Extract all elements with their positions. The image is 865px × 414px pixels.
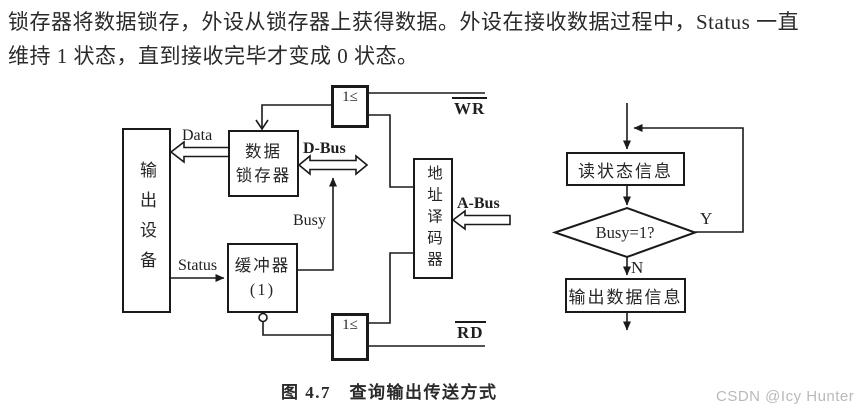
a-bus-arrow: [451, 209, 511, 231]
paragraph-line-1: 锁存器将数据锁存，外设从锁存器上获得数据。外设在接收数据过程中，Status 一…: [8, 10, 800, 34]
latch-strobe-line: [261, 104, 331, 128]
buffer-enable-bubble: [258, 312, 268, 323]
or-gate-top-box: 1≤: [331, 85, 369, 128]
rd-text: RD: [455, 321, 486, 342]
buffer-label-line1: 缓冲器: [234, 256, 291, 275]
flow-step-read-status-label: 读状态信息: [578, 161, 673, 181]
d-bus-signal-label: D-Bus: [303, 140, 346, 157]
buffer-box: 缓冲器 (1): [227, 243, 298, 313]
paragraph-line-2: 维持 1 状态，直到接收完毕才变成 0 状态。: [8, 44, 419, 68]
address-decoder-label: 地址译码器: [425, 164, 442, 273]
data-latch-label-line2: 锁存器: [235, 165, 292, 185]
rd-signal-label: RD: [455, 321, 486, 343]
output-device-box: 输出设备: [122, 128, 171, 313]
data-latch-label-line1: 数据: [245, 141, 282, 161]
a-bus-signal-label: A-Bus: [457, 195, 500, 212]
data-latch-box: 数据 锁存器: [228, 130, 299, 197]
buffer-label-line2: (1): [249, 280, 276, 299]
flow-step-read-status-box: 读状态信息: [566, 152, 685, 186]
gate-top-decoder-line: [369, 114, 413, 188]
figure-caption: 图 4.7 查询输出传送方式: [281, 383, 498, 402]
wr-text: WR: [452, 97, 488, 118]
buffer-enable-line: [262, 321, 331, 336]
decision-diamond: [551, 206, 698, 259]
flow-yes-label: Y: [700, 209, 713, 228]
watermark-text: CSDN @Icy Hunter: [716, 388, 855, 405]
address-decoder-box: 地址译码器: [413, 158, 453, 279]
latch-strobe-open-arrowhead: [255, 119, 269, 131]
decoder-gate-bottom-line: [369, 252, 413, 324]
wr-signal-label: WR: [452, 97, 488, 119]
flow-step-output-data-label: 输出数据信息: [568, 288, 683, 307]
status-signal-label: Status: [178, 257, 218, 274]
data-arrow: [169, 140, 228, 164]
data-signal-label: Data: [182, 127, 213, 144]
flow-loop-line: [633, 124, 744, 233]
d-bus-arrow: [297, 154, 369, 176]
or-gate-bottom-box: 1≤: [331, 313, 369, 361]
busy-signal-label: Busy: [293, 212, 326, 229]
flow-step-output-data-box: 输出数据信息: [565, 278, 686, 313]
flow-no-label: N: [631, 258, 644, 277]
or-gate-top-label: 1≤: [342, 89, 358, 105]
output-device-label: 输出设备: [137, 160, 156, 281]
flow-decision-label: Busy=1?: [595, 223, 655, 242]
or-gate-bottom-label: 1≤: [342, 317, 358, 333]
busy-line: [297, 177, 337, 271]
